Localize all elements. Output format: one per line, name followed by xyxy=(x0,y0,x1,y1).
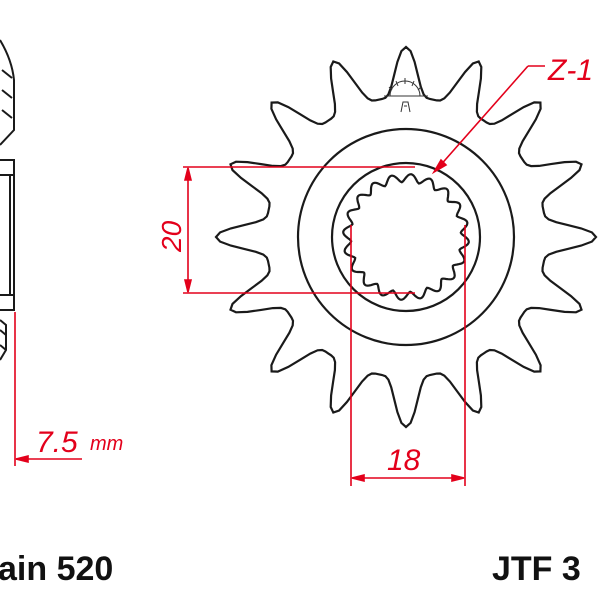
tooth-label: Z-1 xyxy=(547,54,593,87)
side-view xyxy=(0,39,15,361)
dimension-lines xyxy=(14,65,545,486)
offset-value-label: 7.5 xyxy=(36,426,78,459)
inner-circle xyxy=(330,161,482,313)
sprocket-teeth-outline xyxy=(214,45,598,429)
part-number-caption: JTF 3 xyxy=(492,550,581,588)
spline-outline xyxy=(342,173,470,301)
sun-logo-icon xyxy=(384,78,428,113)
offset-unit-label: mm xyxy=(90,433,123,455)
hub-circle xyxy=(296,127,516,347)
dimension-18-label: 18 xyxy=(387,444,421,477)
dimension-20-label: 20 xyxy=(156,220,187,253)
chain-size-caption: ain 520 xyxy=(0,550,114,588)
sprocket-front-view xyxy=(214,45,598,429)
